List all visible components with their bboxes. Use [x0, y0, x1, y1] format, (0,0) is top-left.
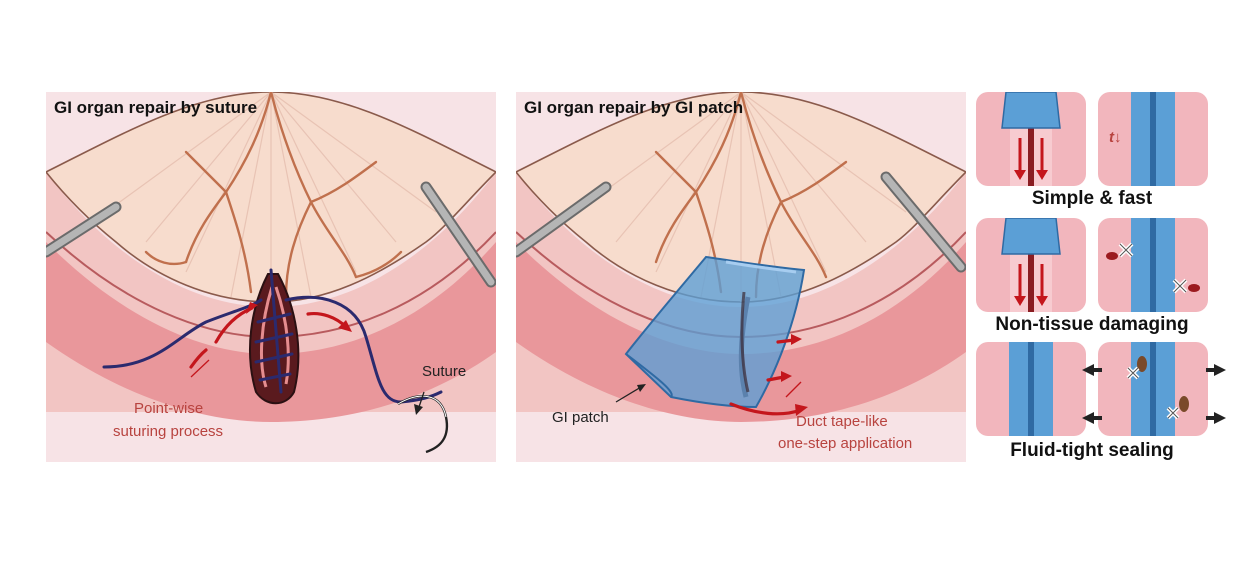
caption-simple-fast: Simple & fast: [976, 188, 1208, 210]
patch-illustration: [516, 92, 966, 462]
application-label-line2: one-step application: [778, 434, 912, 453]
process-label-line2: suturing process: [113, 422, 223, 441]
process-label-line1: Point-wise: [134, 399, 203, 418]
no-damage-marker-bottom: [1174, 280, 1200, 292]
suture-panel-title: GI organ repair by suture: [54, 98, 257, 118]
no-damage-marker-top: [1106, 244, 1132, 260]
application-label-line1: Duct tape-like: [796, 412, 888, 431]
patch-panel-title: GI organ repair by GI patch: [524, 98, 743, 118]
tile-simple-right: t↓: [1098, 92, 1208, 186]
tile-damage-right: [1098, 218, 1208, 312]
caption-fluid-tight-sealing: Fluid-tight sealing: [976, 440, 1208, 462]
suture-illustration: [46, 92, 496, 462]
tile-sealing-left: [976, 342, 1086, 436]
tile-damage-left: [976, 218, 1086, 312]
patch-repair-panel: GI organ repair by GI patch GI patch Duc…: [516, 92, 966, 462]
patch-label: GI patch: [552, 408, 609, 427]
time-reduction-symbol: t↓: [1109, 128, 1122, 147]
tile-simple-left: [976, 92, 1086, 186]
pressure-arrows: [1080, 342, 1228, 436]
suture-label: Suture: [422, 362, 466, 381]
suture-repair-panel: GI organ repair by suture Suture Point-w…: [46, 92, 496, 462]
caption-non-tissue-damaging: Non-tissue damaging: [976, 314, 1208, 336]
